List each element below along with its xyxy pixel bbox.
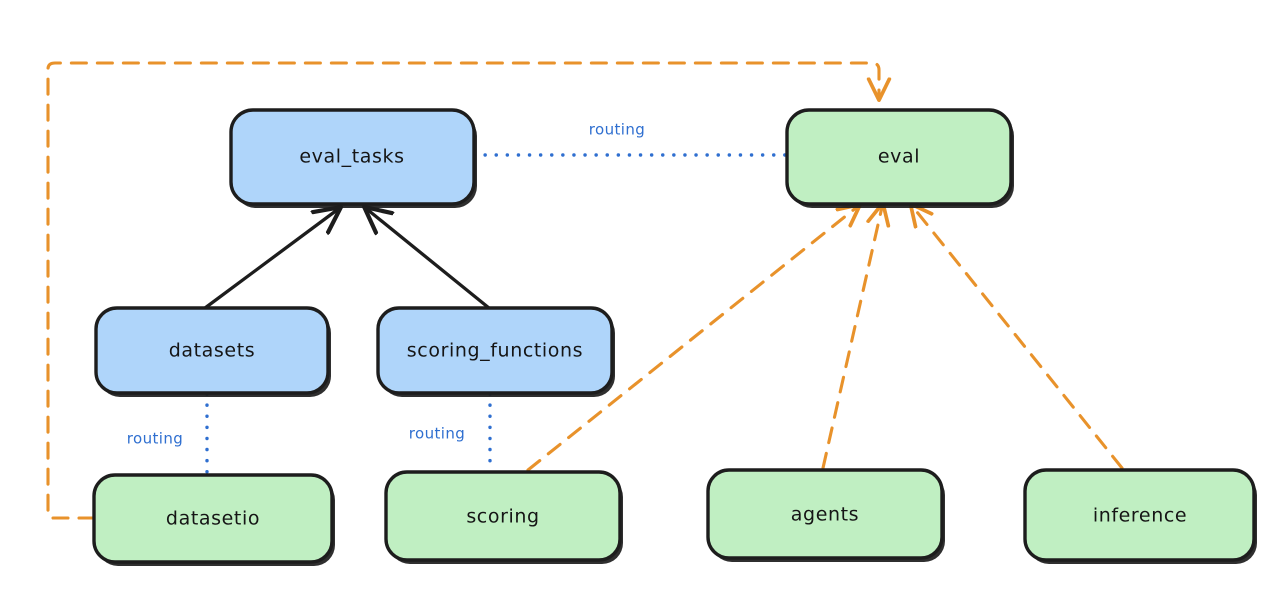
node-eval-tasks-body	[229, 108, 476, 206]
node-agents-body	[706, 468, 944, 560]
edge-label-routing-eval: routing	[589, 121, 645, 139]
node-datasets-body	[94, 306, 330, 395]
node-scoring-body	[384, 470, 622, 562]
edge-inference-eval	[913, 207, 1124, 470]
edge-label-routing-datasetio: routing	[127, 430, 183, 448]
node-eval-tasks[interactable]: eval_tasks	[229, 108, 477, 208]
edge-scoringfunctions-evaltasks	[368, 210, 491, 310]
node-agents[interactable]: agents	[706, 468, 945, 562]
node-inference-body	[1023, 468, 1256, 562]
node-datasetio-body	[92, 473, 334, 564]
node-eval-body	[785, 108, 1013, 206]
node-datasets[interactable]: datasets	[94, 306, 331, 397]
node-eval[interactable]: eval	[785, 108, 1014, 208]
edge-agents-eval	[821, 207, 882, 470]
node-scoring-functions[interactable]: scoring_functions	[376, 306, 615, 397]
node-datasetio[interactable]: datasetio	[92, 473, 335, 566]
node-layer: eval_tasks eval datasets scoring_functio…	[92, 108, 1257, 566]
node-inference[interactable]: inference	[1023, 468, 1257, 564]
edge-label-routing-scoring: routing	[409, 425, 465, 443]
edge-scoring-eval	[526, 207, 857, 472]
edge-datasetio-eval	[46, 61, 879, 520]
node-scoring-functions-body	[376, 306, 614, 395]
node-scoring[interactable]: scoring	[384, 470, 623, 564]
edge-datasets-evaltasks	[203, 210, 337, 310]
edge-layer	[46, 61, 1124, 520]
